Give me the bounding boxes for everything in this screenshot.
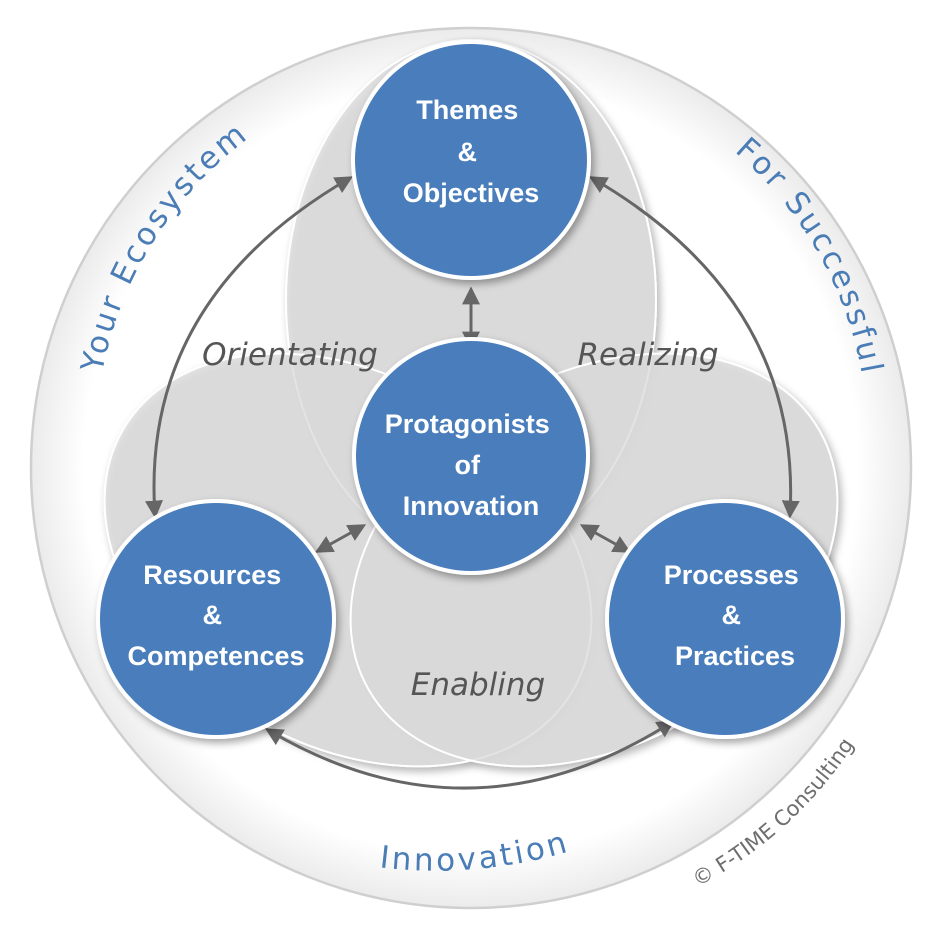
arrow-themes-resources [145,176,354,519]
node-themes-line-3: Objectives [403,178,540,208]
node-protagonists-line-1: Protagonists [385,409,550,439]
node-resources-line-3: Competences [127,641,304,671]
node-resources-line-2: & [202,600,222,630]
arrow-resources-processes [264,720,676,790]
node-processes-line-3: Practices [675,641,795,671]
node-processes-line-1: Processes [664,560,799,590]
arrow-protagonists-resources [314,524,367,553]
node-protagonists [352,337,590,575]
node-resources [96,499,336,739]
node-protagonists-label: Protagonists of Innovation [385,409,558,521]
node-themes-line-1: Themes [416,95,518,125]
label-enabling: Enabling [411,667,545,703]
node-resources-label: Resources & Competences [127,560,304,671]
connectors [145,176,800,790]
node-resources-line-1: Resources [143,560,281,590]
node-protagonists-line-3: Innovation [403,491,540,521]
node-protagonists-circle [352,337,590,575]
label-orientating: Orientating [202,337,378,373]
node-processes-line-2: & [721,600,741,630]
label-realizing: Realizing [577,337,718,373]
node-resources-circle [96,499,336,739]
node-protagonists-line-2: of [455,450,481,480]
arrow-protagonists-processes [579,524,632,553]
arrow-themes-processes [588,176,800,519]
node-processes-label: Processes & Practices [664,560,807,671]
node-themes-circle [351,40,591,280]
node-themes [351,40,591,280]
node-themes-label: Themes & Objectives [403,95,540,208]
node-processes [605,499,845,739]
node-themes-line-2: & [457,137,477,167]
node-processes-circle [605,499,845,739]
